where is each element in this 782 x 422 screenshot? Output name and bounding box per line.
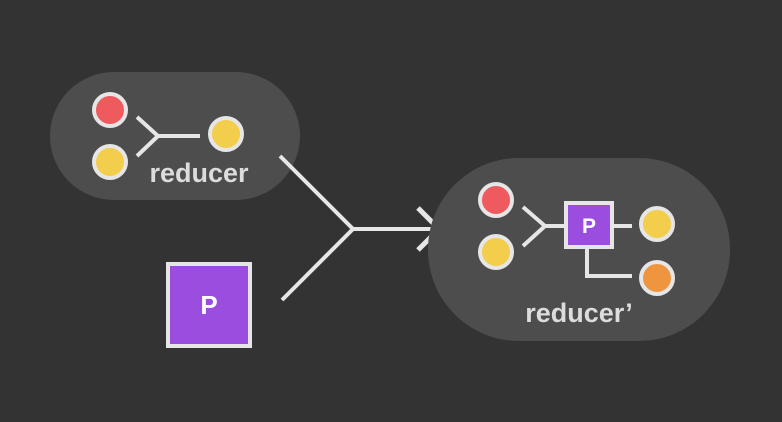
reducer-prime-output-lines [585,224,632,278]
reducer-prime-merge-lines [521,205,566,248]
orange-output-node [639,260,675,296]
yellow-output-node [639,206,675,242]
yellow-input-node [478,234,514,270]
inner-p-label: P [582,215,596,238]
combine-arrow [278,154,443,302]
reducer-merge-lines [135,115,200,158]
p-box-square [166,262,252,348]
reducer-prime-group: P reducer’ [428,158,730,341]
yellow-input-node [92,144,128,180]
yellow-output-node [208,116,244,152]
red-input-node [92,92,128,128]
p-box: P [166,262,252,348]
red-input-node [478,182,514,218]
reducer-prime-label: reducer’ [525,298,633,328]
reducer-group: reducer [50,72,300,200]
reducer-label: reducer [149,158,249,188]
p-box-label: P [200,290,217,320]
combine-lines [278,154,436,302]
